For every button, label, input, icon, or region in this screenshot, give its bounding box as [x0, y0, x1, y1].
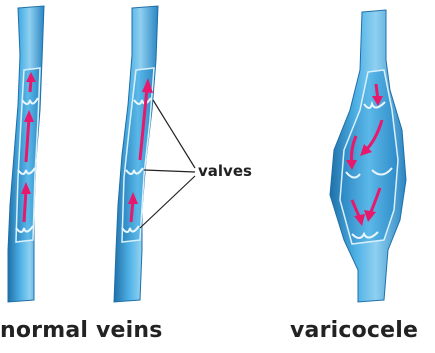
normal-veins-caption: normal veins	[0, 318, 163, 343]
valves-label: valves	[198, 162, 252, 180]
leader-line	[153, 100, 195, 168]
leader-line	[144, 170, 195, 172]
normal-vein-middle	[114, 6, 158, 302]
vein-cutaway	[122, 68, 154, 242]
normal-vein-left	[8, 6, 44, 302]
varicocele-caption: varicocele	[290, 318, 418, 343]
varicocele-vein	[330, 10, 406, 302]
leader-line	[140, 176, 195, 228]
